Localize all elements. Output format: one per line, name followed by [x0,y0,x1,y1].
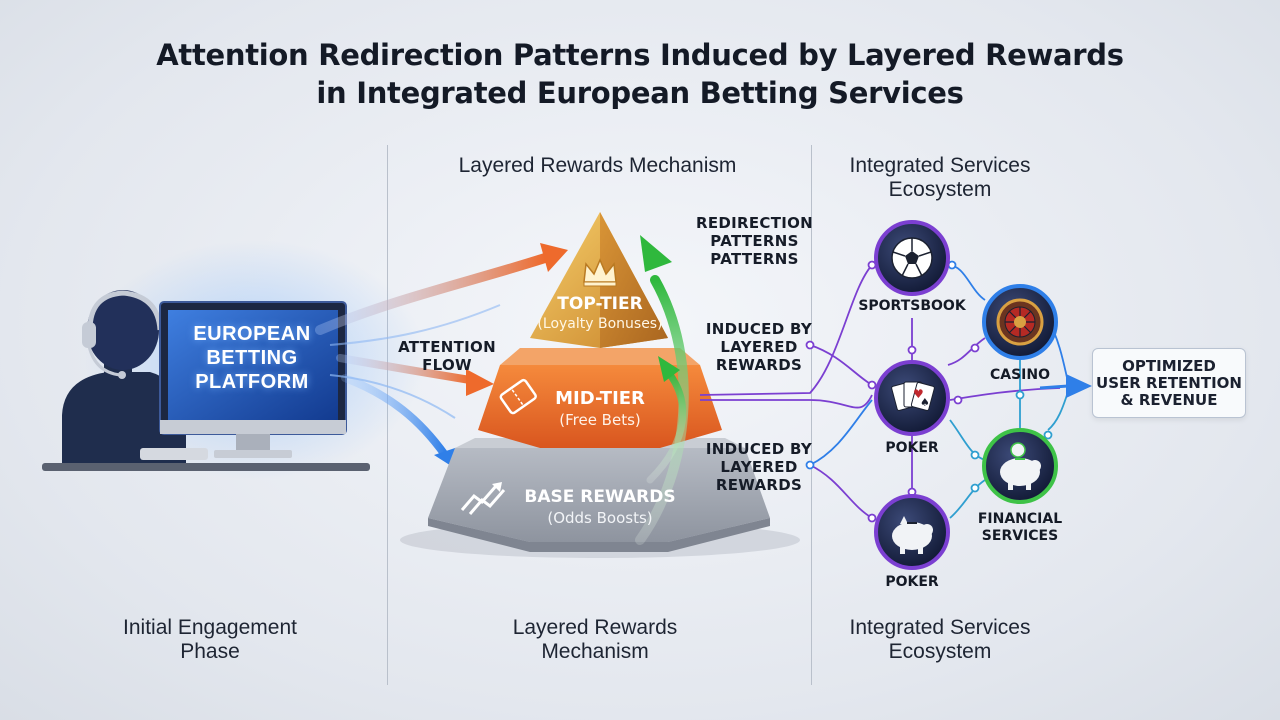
top-tier-subtitle: (Loyalty Bonuses) [537,316,663,332]
piggy-bank-icon [1000,442,1041,490]
mid-tier [478,365,722,448]
mid-tier-title: MID-TIER [555,388,645,409]
outcome-arrow [1039,374,1092,398]
poker-node: ♥ ♠ [874,360,950,436]
right-column-header: Integrated Services Ecosystem [849,154,1031,201]
svg-text:♥: ♥ [913,387,924,401]
playing-cards-icon: ♥ ♠ [891,381,935,411]
poker2-node [874,494,950,570]
induced-by-label-upper: INDUCED BY LAYERED REWARDS [705,320,813,374]
divider-right [811,145,812,685]
title-line-2: in Integrated European Betting Services [316,76,964,110]
svg-text:♠: ♠ [920,396,930,409]
monitor-icon [140,301,347,460]
soccer-ball-icon [891,237,933,279]
base-tier-subtitle: (Odds Boosts) [547,509,653,527]
casino-node [982,284,1058,360]
green-arrow-lower [646,368,687,484]
base-tier [428,448,770,542]
poker2-label: POKER [885,574,939,590]
middle-column-footer: Layered Rewards Mechanism [512,616,678,663]
flow-arrowhead-top [540,243,568,272]
trend-icon [460,482,506,515]
flow-arrow-mid [336,354,474,384]
casino-label: CASINO [989,367,1051,383]
flow-arrow-top [315,253,550,335]
left-column-footer: Initial Engagement Phase [123,616,297,663]
desk [42,463,370,471]
title-line-1: Attention Redirection Patterns Induced b… [156,38,1124,72]
piggy-bank-icon [892,516,933,554]
flow-arrow-base [341,374,449,459]
base-tier-title: BASE REWARDS [524,487,676,507]
sportsbook-label: SPORTSBOOK [858,298,966,314]
roulette-icon [996,298,1044,346]
financial-services-label: FINANCIAL SERVICES [977,511,1063,544]
redirection-arrows [635,235,689,545]
rewards-pyramid [400,212,800,558]
platform-screen-text: EUROPEAN BETTING PLATFORM [193,323,311,393]
user-at-computer [42,240,425,480]
redirection-patterns-label: REDIRECTION PATTERNS PATTERNS [695,214,814,268]
attention-flow-label: ATTENTION FLOW [398,338,496,374]
right-column-footer: Integrated Services Ecosystem [849,616,1031,663]
top-tier-title: TOP-TIER [557,294,643,314]
flow-arrowhead-mid [466,369,494,396]
crown-icon [583,258,617,287]
poker-label: POKER [885,440,939,456]
middle-column-header: Layered Rewards Mechanism [458,154,737,177]
page-title: Attention Redirection Patterns Induced b… [0,36,1280,112]
outcome-box: OPTIMIZED USER RETENTION & REVENUE [1092,348,1246,418]
ticket-icon [499,378,537,415]
headset-user-icon [62,290,186,463]
green-arrowhead-lower [658,356,680,382]
financial-node [982,428,1058,504]
green-arrowhead-upper [640,235,672,272]
induced-by-label-lower: INDUCED BY LAYERED REWARDS [705,440,813,494]
sportsbook-node [874,220,950,296]
mid-tier-subtitle: (Free Bets) [559,411,641,429]
